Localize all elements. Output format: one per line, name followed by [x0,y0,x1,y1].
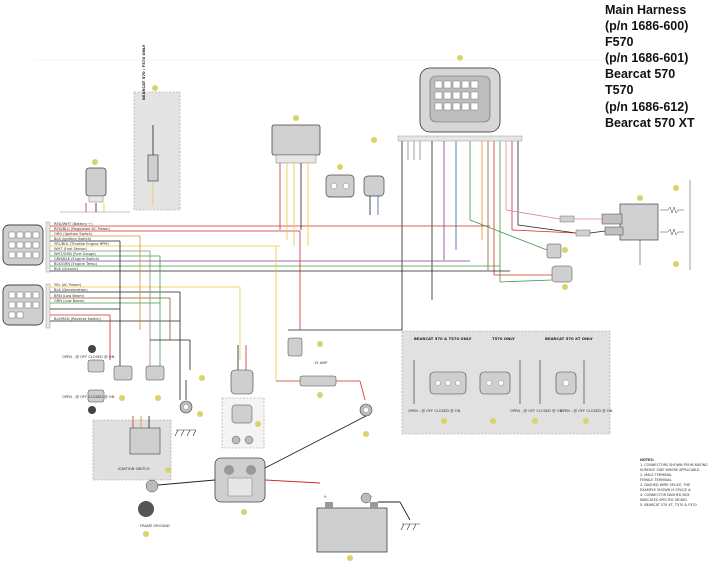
note-6: EXAMPLE SHOWN IS SPLICE A. [640,488,692,492]
frame-ground-label: FRAME GROUND [140,524,170,528]
ecu-wires [401,141,519,330]
ring-terminal-battery [359,403,373,417]
note-3: 2. MALE TERMINAL [640,473,672,477]
open-closed-label-1: OPEN - @ OFF CLOSED @ ON [62,355,115,359]
wire-label-10: BLK (Ground) [54,267,79,271]
left-connector-bottom [2,284,44,326]
right-switch-assembly [601,203,659,265]
callouts [92,55,679,561]
relay-connector-mid [230,345,254,445]
wire-label-8: GRN/BLK (Engine Switch) [54,257,100,261]
wire-label-6: WHT (Fuel Sensor) [54,247,88,251]
title-line-3: F570 [605,35,634,50]
voltage-regulator [271,124,321,246]
title-line-4: (p/n 1686-601) [605,51,689,66]
box-label-bearcat-xt: BEARCAT 570 XT ONLY [545,336,593,341]
battery [316,502,388,553]
note-1: 1. CONNECTORS SHOWN FROM MATING [640,463,708,467]
ground-symbol-battery [400,523,420,531]
main-cables [157,415,411,521]
wire-label-5: YEL/BLK (Throttle Engine RPM) [54,242,110,246]
fuse-wires [275,231,402,381]
ring-terminal-neg [360,492,372,504]
t570-connector [479,360,521,404]
ring-terminal-mid [179,380,193,414]
starter-solenoid [214,457,266,503]
wire-label-12: BLK (Deceleration) [54,288,88,292]
right-resistors [660,180,691,270]
box-bearcat-f570 [133,91,181,211]
bearcat-t570-connector [413,360,467,404]
note-7: 4. CONNECTOR DASHED BOX [640,493,690,497]
switch-group-left [87,345,165,414]
open-closed-label-4: OPEN - @ OFF CLOSED @ ON [510,409,563,413]
title-line-6: T570 [605,83,634,98]
title-line-1: Main Harness [605,3,687,17]
note-5: 3. DASHED WIRE SPLICE, THE [640,483,691,487]
bearcat-xt-connector [539,360,585,404]
fuel-sender [147,125,159,205]
ignition-switch-label: IGNITION SWITCH [118,467,150,471]
left-pin-strip-1 [45,221,51,273]
battery-plus: + [323,494,327,500]
wire-label-1: RED/WHT (Battery +) [54,222,93,226]
wire-label-11: YEL (AC Power) [54,283,82,287]
wire-label-13: BRN (Low Beam) [54,294,85,298]
title-line-8: Bearcat 570 XT [605,115,695,130]
wire-label-3: ORG (Ignition Switch) [54,232,93,236]
title-line-5: Bearcat 570 [605,67,676,82]
ecu-pin-strip [397,135,523,142]
right-wires [469,209,606,283]
fuse-holder [276,337,366,401]
open-closed-label-5: OPEN - @ OFF CLOSED @ ON [560,409,613,413]
box-label-bearcat-f570: BEARCAT 570 / F570 ONLY [141,44,146,100]
diagram-title: Main Harness (p/n 1686-600) F570 (p/n 16… [605,2,718,131]
battery-minus: - [371,495,373,500]
wire-label-15: BLK/RED (Reverse Switch) [54,317,102,321]
ground-symbol-mid [174,429,197,437]
box-label-bearcat-t570: BEARCAT 570 & T570 ONLY [414,336,472,341]
left-wires [50,225,510,322]
note-4: FEMALE TERMINAL [640,478,672,482]
note-9: 5. BEARCAT 570 XT, T570 & F570 [640,503,697,507]
wire-label-14: GRN (Low Beam) [54,299,85,303]
box-label-t570: T570 ONLY [492,336,515,341]
fuse-label: 15 AMP [314,361,328,365]
open-closed-label-2: OPEN - @ OFF CLOSED @ ON [62,395,115,399]
open-closed-label-3: OPEN - @ OFF CLOSED @ ON [408,409,461,413]
wire-label-2: RED/BLU (Regulated DC Power) [54,227,111,231]
pin-connectors-right [546,215,591,283]
title-line-2: (p/n 1686-600) [605,19,689,34]
chassis-ground [138,501,154,517]
ignition-switch [129,416,161,455]
wire-label-4: BLK (Ignition Switch) [54,237,92,241]
notes-panel: NOTES: 1. CONNECTORS SHOWN FROM MATING S… [640,458,716,508]
title-line-7: (p/n 1686-612) [605,99,689,114]
left-pin-strip-2 [45,283,51,329]
wire-label-7: WHT/GRN (Fuel Gauge) [54,252,96,256]
note-2: SURFACE SIDE WHERE APPLICABLE. [640,468,701,472]
relay-top-left [60,167,130,213]
left-connector-top [2,224,44,266]
ring-terminal-ground [145,479,159,493]
main-ecu-connector [419,67,501,133]
wire-label-9: BLK/GRN (Engine Temp) [54,262,98,266]
connector-4 [325,174,355,198]
notes-title: NOTES: [640,458,655,462]
note-8: INDICATES SPECIFIC MODEL [640,498,688,502]
middle-wires [109,236,241,400]
connector-5 [363,175,385,215]
